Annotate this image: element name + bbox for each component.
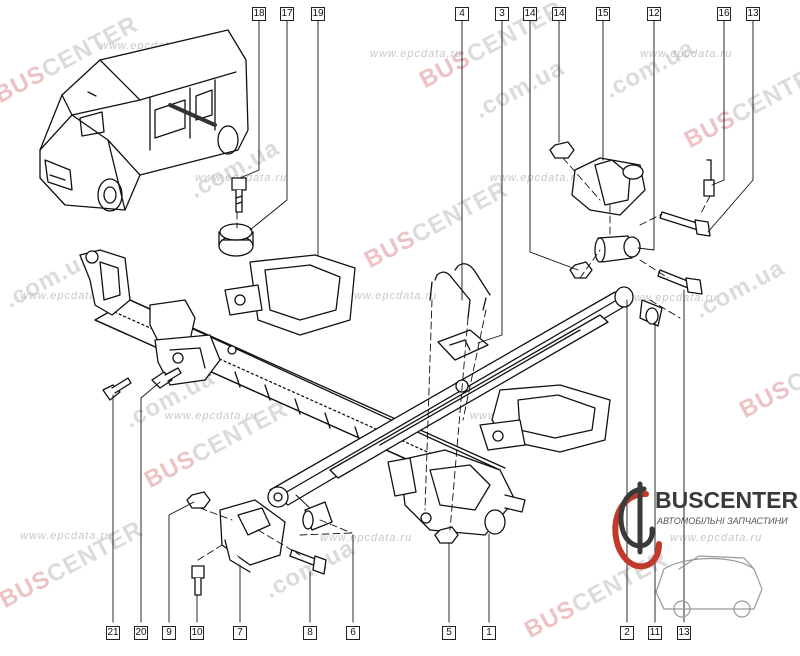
bolt-13-lower [657,269,703,295]
left-bracket [79,249,237,386]
callout-12[interactable]: 12 [647,7,661,21]
bolt-8 [289,549,327,575]
callout-14[interactable]: 14 [523,7,537,21]
buscenter-logo [612,481,763,618]
u-bolt [429,263,491,319]
leader-lines [112,19,754,623]
callout-16[interactable]: 16 [717,7,731,21]
assembly-lines [197,157,711,561]
axle-clamp-right [479,384,611,453]
callout-15[interactable]: 15 [596,7,610,21]
nut-14-upper [549,141,575,159]
callout-14b[interactable]: 14 [552,7,566,21]
logo-name: BUSCENTER [655,487,799,513]
bolt-10 [191,565,205,596]
nut-14-lower [569,261,593,279]
bolt-21 [102,377,132,401]
callout-13[interactable]: 13 [746,7,760,21]
callout-8[interactable]: 8 [303,626,317,640]
bolt-18 [231,177,247,213]
front-mount-block [219,499,286,573]
callout-10[interactable]: 10 [190,626,204,640]
callout-21[interactable]: 21 [106,626,120,640]
callout-13-bottom[interactable]: 13 [677,626,691,640]
callout-6[interactable]: 6 [346,626,360,640]
callout-11[interactable]: 11 [648,626,662,640]
callout-4[interactable]: 4 [455,7,469,21]
bump-stop [218,223,254,257]
callout-9[interactable]: 9 [162,626,176,640]
callout-5[interactable]: 5 [442,626,456,640]
bush-12 [594,235,641,263]
bushing-front [302,501,333,531]
axle-clamp-left [224,254,356,336]
callout-17[interactable]: 17 [280,7,294,21]
callout-18[interactable]: 18 [252,7,266,21]
lower-bracket-assembly [387,449,526,536]
bushing-11 [639,299,663,327]
callout-1[interactable]: 1 [482,626,496,640]
spring-plate [437,329,489,393]
van-illustration [39,29,249,212]
logo-tagline: АВТОМОБІЛЬНІ ЗАПЧАСТИНИ [657,516,788,526]
bolt-16 [703,159,715,197]
nut-9 [186,491,211,509]
leaf-spring [267,286,634,511]
callout-7[interactable]: 7 [233,626,247,640]
callout-19[interactable]: 19 [311,7,325,21]
nut-5 [434,526,459,544]
callout-3[interactable]: 3 [495,7,509,21]
callout-2[interactable]: 2 [620,626,634,640]
bolt-13 [659,211,711,237]
rear-shackle [571,157,646,216]
callout-20[interactable]: 20 [134,626,148,640]
